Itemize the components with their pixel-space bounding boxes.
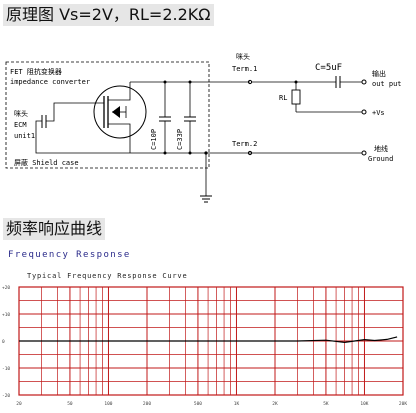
fet-transistor-symbol (93, 85, 147, 139)
shield-label: 屏蔽 Shield case (14, 158, 79, 167)
chart-frame (18, 286, 404, 396)
fet-converter-box (5, 61, 210, 169)
y-tick-label: 0 (2, 339, 5, 345)
box-title-cn: FET 阻抗变换器 (10, 67, 62, 76)
x-tick-label: 2K (272, 401, 278, 407)
cout-label: C=5uF (315, 63, 342, 73)
output-terminal (361, 79, 367, 85)
ground-cn-label: 地线 (374, 144, 388, 153)
mic-label-unit: unit1 (14, 132, 35, 140)
y-tick-label: -10 (2, 366, 10, 372)
x-tick-label: 1K (234, 401, 240, 407)
mic-label-cn: 咪头 (14, 109, 28, 118)
output-cn-label: 输出 (372, 69, 386, 78)
term1-cn-label: 咪头 (236, 52, 250, 61)
mic-label-ecm: ECM (14, 121, 27, 129)
x-tick-label: 500 (194, 401, 202, 407)
ground-terminal (361, 150, 367, 156)
x-tick-label: 200 (143, 401, 151, 407)
rl-label: RL (279, 94, 287, 102)
vs-terminal (361, 109, 367, 115)
frequency-response-header: 频率响应曲线 (3, 218, 106, 240)
box-title-en: impedance converter (10, 78, 90, 86)
term1-label: Term.1 (232, 65, 257, 73)
y-tick-label: +20 (2, 285, 10, 291)
output-en-label: out put (372, 80, 402, 88)
y-tick-label: +10 (2, 312, 10, 318)
term2-label: Term.2 (232, 140, 257, 148)
schematic-header: 原理图 Vs=2V，RL=2.2KΩ (3, 4, 214, 26)
x-tick-label: 20 (16, 401, 22, 407)
circuit-schematic: FET 阻抗变换器 impedance converter 咪头 ECM uni… (5, 52, 402, 203)
x-tick-label: 10K (360, 401, 368, 407)
x-tick-label: 20K (399, 401, 407, 407)
vs-label: +Vs (372, 109, 385, 117)
x-tick-label: 100 (104, 401, 112, 407)
x-tick-label: 5K (323, 401, 329, 407)
x-tick-label: 50 (67, 401, 73, 407)
response-curve (19, 336, 398, 344)
frequency-response-label: Frequency Response (8, 250, 131, 260)
term1-node (247, 79, 253, 85)
ground-en-label: Ground (368, 155, 393, 163)
y-tick-label: -20 (2, 393, 10, 399)
cap2-label: C=33P (176, 129, 184, 150)
load-resistor (291, 89, 301, 105)
cap1-label: C=10P (150, 129, 158, 150)
term2-node (247, 150, 253, 156)
chart-title: Typical Frequency Response Curve (27, 272, 188, 280)
